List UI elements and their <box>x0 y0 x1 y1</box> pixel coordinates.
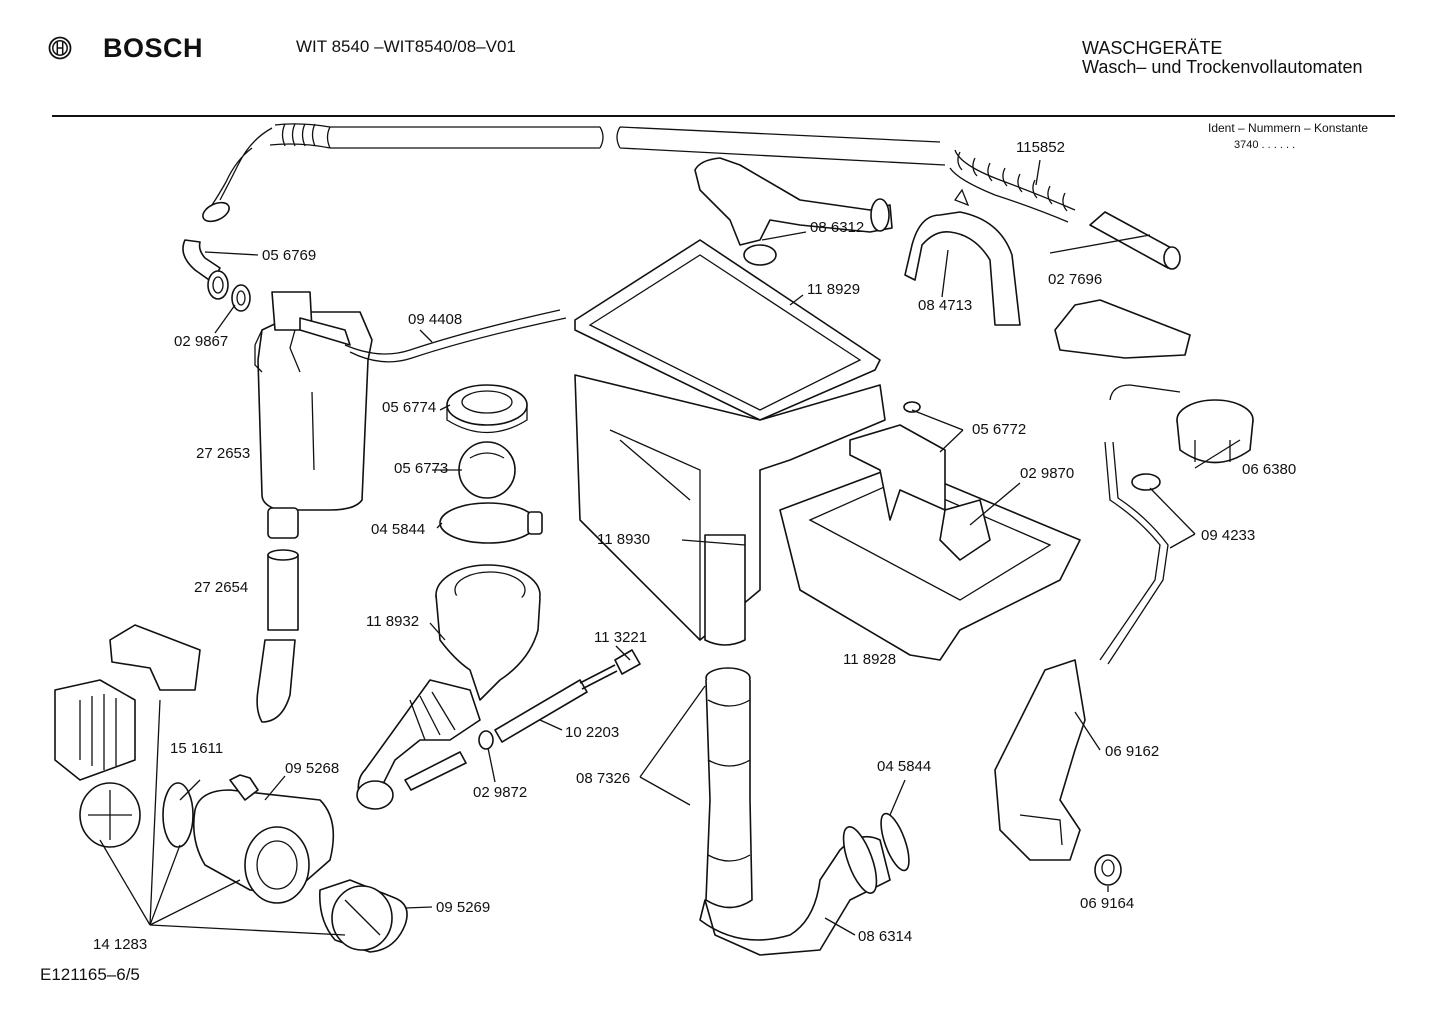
pressure-switch-drawing <box>1109 384 1254 464</box>
part-label: 08 4713 <box>918 297 972 314</box>
drain-pipe-drawing <box>699 667 910 956</box>
part-label: 09 5269 <box>436 899 490 916</box>
part-label: 04 5844 <box>371 521 425 538</box>
tube-drawing <box>344 309 567 363</box>
header-divider <box>52 115 1395 117</box>
part-label: 02 9872 <box>473 784 527 801</box>
part-label: 02 7696 <box>1048 271 1102 288</box>
part-label: 02 9870 <box>1020 465 1074 482</box>
rod-drawing <box>404 649 641 791</box>
heater-bracket-drawing <box>994 659 1086 861</box>
bosch-logo-icon <box>48 36 72 60</box>
part-label: 09 5268 <box>285 760 339 777</box>
part-label: 05 6769 <box>262 247 316 264</box>
part-label: 11 8929 <box>807 281 860 298</box>
part-label: 02 9867 <box>174 333 228 350</box>
part-label: 06 6380 <box>1242 461 1296 478</box>
siphon-end-drawing <box>870 198 890 232</box>
boot-drawing <box>356 564 541 810</box>
part-label: 10 2203 <box>565 724 619 741</box>
part-label: 09 4408 <box>408 311 462 328</box>
document-reference: E121165–6/5 <box>40 965 140 984</box>
bracket-drawing <box>904 211 1021 326</box>
category-subtitle: Wasch– und Trockenvollautomaten <box>1082 57 1363 77</box>
category-title: WASCHGERÄTE <box>1082 38 1223 58</box>
part-label: 15 1611 <box>170 740 223 757</box>
part-label: 11 3221 <box>594 629 647 646</box>
detergent-drawer-drawing <box>779 401 1081 661</box>
brand-name: BOSCH <box>103 33 204 63</box>
hose-drawing <box>256 549 299 723</box>
seal-ball-clamp-drawing <box>439 384 543 544</box>
part-label: 05 6772 <box>972 421 1026 438</box>
elbow-and-washers-drawing <box>182 239 251 312</box>
grommet-drawing <box>1094 854 1122 886</box>
part-label: 06 9162 <box>1105 743 1159 760</box>
part-label: 14 1283 <box>93 936 147 953</box>
air-trap-drawing <box>254 291 373 539</box>
part-label: 06 9164 <box>1080 895 1134 912</box>
part-label: 11 8930 <box>597 531 650 548</box>
model-number: WIT 8540 –WIT8540/08–V01 <box>296 37 516 56</box>
detergent-housing-drawing <box>574 239 886 646</box>
part-label: 05 6774 <box>382 399 436 416</box>
leader-lines <box>99 159 1241 936</box>
part-label: 11 8928 <box>843 651 896 668</box>
part-label: 27 2654 <box>194 579 248 596</box>
inlet-hose-drawing <box>202 123 1076 223</box>
siphon-hose-drawing <box>694 157 893 246</box>
mounting-plate-drawing <box>1054 299 1191 359</box>
nozzle-drawing <box>1089 211 1176 269</box>
part-label: 08 6314 <box>858 928 912 945</box>
part-label: 09 4233 <box>1201 527 1255 544</box>
pump-and-filter-drawing <box>54 624 408 953</box>
small-hose-drawing <box>1099 441 1169 665</box>
part-label: 27 2653 <box>196 445 250 462</box>
part-label: 08 6312 <box>810 219 864 236</box>
part-label: 05 6773 <box>394 460 448 477</box>
part-label: 115852 <box>1016 139 1065 156</box>
part-label: 08 7326 <box>576 770 630 787</box>
part-label: 11 8932 <box>366 613 419 630</box>
ident-value: 3740 . . . . . . <box>1234 139 1296 151</box>
part-label: 04 5844 <box>877 758 931 775</box>
ident-title: Ident – Nummern – Konstante <box>1208 121 1369 135</box>
part-labels: 05 6769 02 9867 27 2653 27 2654 09 4408 … <box>93 139 1296 953</box>
